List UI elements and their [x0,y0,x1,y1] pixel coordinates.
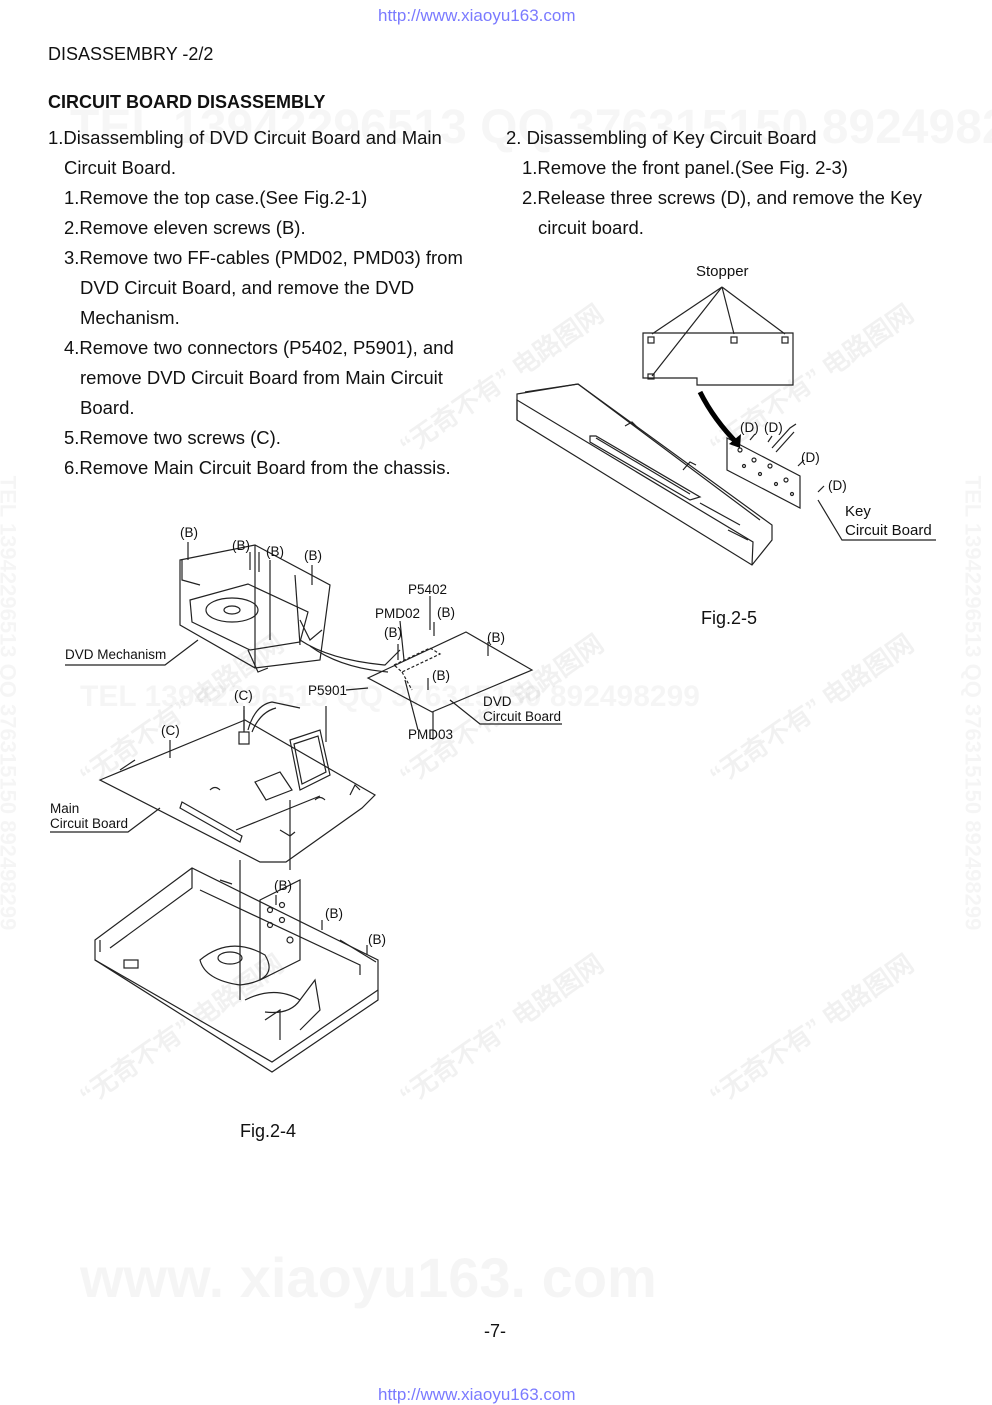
fig2-5-screw-d-2: (D) [764,420,783,435]
watermark-cn-6: “无奇不有” 电路图网 [74,948,289,1112]
section-title: CIRCUIT BOARD DISASSEMBLY [48,92,326,112]
col1-line-4: 2.Remove eleven screws (B). [64,217,306,238]
fig2-5-key-board-label-1: Key [845,503,871,520]
fig2-4-screw-b-3: (B) [266,544,284,559]
col1-line-5: 3.Remove two FF-cables (PMD02, PMD03) fr… [64,247,463,268]
watermark-site-bottom: www. xiaoyu163. com [80,1245,657,1310]
col1-line-10: Board. [80,397,135,418]
fig2-4-screw-b-5: (B) [437,605,455,620]
fig2-4-screw-b-1: (B) [180,525,198,540]
col1-line-11: 5.Remove two screws (C). [64,427,281,448]
col1-line-1: 1.Disassembling of DVD Circuit Board and… [48,127,442,148]
fig2-4-screw-c-1: (C) [234,688,253,703]
fig2-4-dvd-board-label-2: Circuit Board [483,709,562,724]
watermark-numbers-right-vertical: TEL 13942296513 QQ 376315150 892498299 [959,476,985,931]
col1-line-8: 4.Remove two connectors (P5402, P5901), … [64,337,454,358]
fig2-4-screw-c-2: (C) [161,723,180,738]
fig2-4-screw-b-4: (B) [304,548,322,563]
col1-line-3: 1.Remove the top case.(See Fig.2-1) [64,187,368,208]
fig2-4-screw-b-7: (B) [487,630,505,645]
col1-line-9: remove DVD Circuit Board from Main Circu… [80,367,443,388]
fig2-4-main-board-label-1: Main [50,801,80,816]
fig2-4-dvd-board-label-1: DVD [483,694,512,709]
col1-line-6: DVD Circuit Board, and remove the DVD [80,277,415,298]
col1-line-2: Circuit Board. [64,157,177,178]
fig2-5-screw-d-3: (D) [801,450,820,465]
col2-line-1: 2. Disassembling of Key Circuit Board [506,127,817,148]
fig2-4-screw-b-6: (B) [384,625,402,640]
col1-line-7: Mechanism. [80,307,180,328]
fig2-5-screw-d-4: (D) [828,478,847,493]
fig2-4-screw-b-9: (B) [274,878,292,893]
watermark-cn-8: “无奇不有” 电路图网 [704,948,919,1112]
fig2-4-pmd02-label: PMD02 [375,606,421,621]
fig2-4-p5901-label: P5901 [308,683,348,698]
col2-line-3: 2.Release three screws (D), and remove t… [522,187,922,208]
fig2-4-main-board-label-2: Circuit Board [50,816,129,831]
fig2-4-pmd03-label: PMD03 [408,727,454,742]
fig2-5-screw-d-1: (D) [740,420,759,435]
watermark-cn-5: “无奇不有” 电路图网 [704,628,919,792]
top-url-link[interactable]: http://www.xiaoyu163.com [378,6,576,25]
fig2-4-caption: Fig.2-4 [240,1121,297,1141]
col2-line-2: 1.Remove the front panel.(See Fig. 2-3) [522,157,848,178]
col2-line-4: circuit board. [538,217,644,238]
bottom-url-link[interactable]: http://www.xiaoyu163.com [378,1385,576,1404]
col1-line-12: 6.Remove Main Circuit Board from the cha… [64,457,451,478]
page-number: -7- [484,1321,506,1341]
fig2-4-screw-b-10: (B) [325,906,343,921]
fig2-4-p5402-label: P5402 [408,582,448,597]
fig2-4-dvd-mechanism-label: DVD Mechanism [65,647,167,662]
fig2-4-screw-b-8: (B) [432,668,450,683]
fig2-5-caption: Fig.2-5 [701,608,758,628]
fig2-4-screw-b-11: (B) [368,932,386,947]
fig2-4-screw-b-2: (B) [232,538,250,553]
fig2-5-key-board-label-2: Circuit Board [845,522,932,539]
page-header: DISASSEMBRY -2/2 [48,44,214,64]
watermark-numbers-left-vertical: TEL 13942296513 QQ 376315150 892498299 [0,476,20,931]
watermark-cn-2: “无奇不有” 电路图网 [704,298,919,462]
fig2-5-stopper-label: Stopper [696,263,749,280]
watermark-cn-7: “无奇不有” 电路图网 [394,948,609,1112]
